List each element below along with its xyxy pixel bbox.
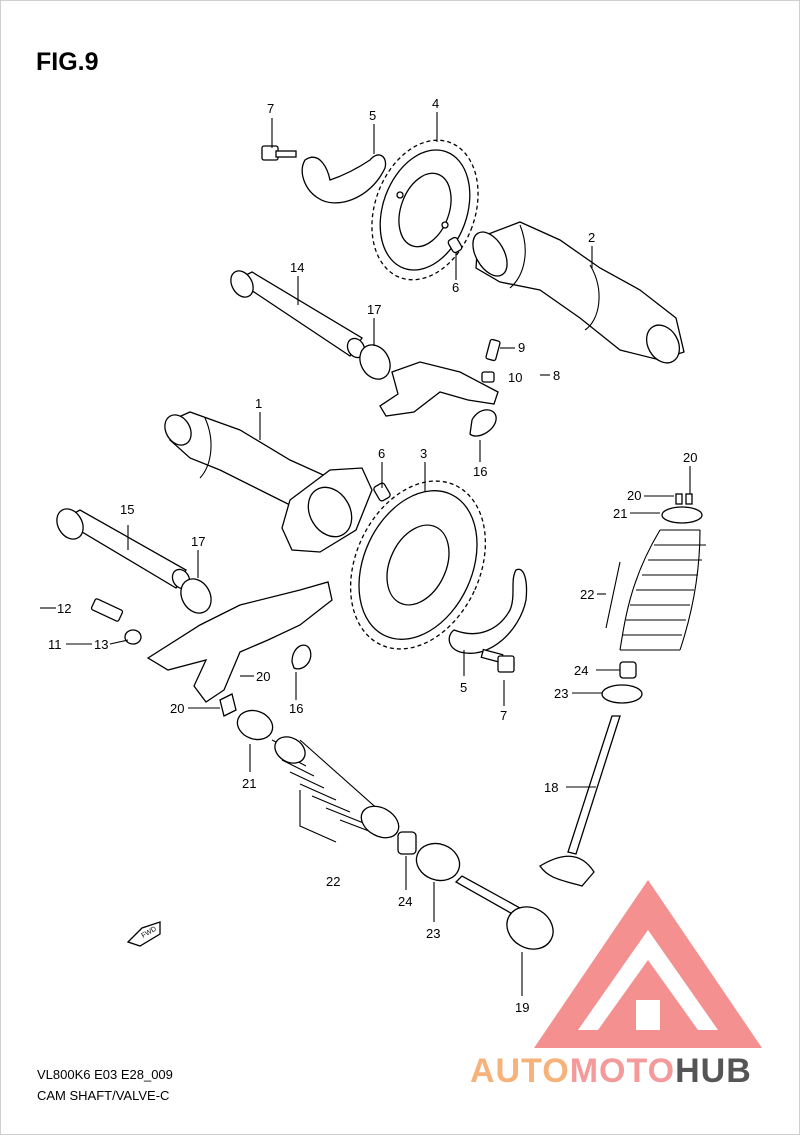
callout-13: 13 [94, 637, 108, 652]
shim-lower [291, 644, 312, 670]
chain-guide-upper [301, 154, 387, 204]
callout-7: 7 [267, 101, 274, 116]
dowel-pin-upper [447, 236, 463, 254]
callout-11: 11 [48, 637, 62, 652]
camshaft-upper [472, 221, 685, 364]
washer-lower [180, 578, 212, 614]
callout-23-upper: 23 [554, 686, 568, 701]
callout-20-upper-a: 20 [683, 450, 697, 465]
rocker-arm-lower [90, 581, 333, 703]
callout-16-lower: 16 [289, 701, 303, 716]
callout-14: 14 [290, 260, 304, 275]
callout-8: 8 [553, 368, 560, 383]
shim-upper [469, 409, 497, 437]
callout-21-lower: 21 [242, 776, 256, 791]
valve-intake [539, 715, 621, 887]
callout-2: 2 [588, 230, 595, 245]
callout-5: 5 [369, 108, 376, 123]
valve-stem-seal-lower [397, 831, 417, 855]
watermark-part-1: AUTO [470, 1052, 570, 1090]
camshaft-flange-bore [307, 486, 353, 538]
callout-5-lower: 5 [460, 680, 467, 695]
valve-exhaust [454, 875, 554, 950]
figure-code: VL800K6 E03 E28_009 [37, 1067, 173, 1082]
bolt-lower [480, 648, 515, 673]
spring-retainer-upper [661, 506, 703, 524]
callout-12: 12 [57, 601, 71, 616]
valve-spring-upper [619, 529, 706, 651]
callout-labels: 7 5 4 2 6 14 17 9 10 8 16 1 6 3 20 20 21… [48, 96, 697, 1015]
callout-1: 1 [255, 396, 262, 411]
rocker-arm-upper [379, 338, 501, 417]
callout-23-lower: 23 [426, 926, 440, 941]
callout-17: 17 [367, 302, 381, 317]
callout-21-upper: 21 [613, 506, 627, 521]
callout-20-upper-b: 20 [627, 488, 641, 503]
callout-20-lower-b: 20 [170, 701, 184, 716]
callout-6-lower: 6 [378, 446, 385, 461]
watermark-wordmark: AUTOMOTOHUB [470, 1052, 752, 1091]
callout-16: 16 [473, 464, 487, 479]
washer-upper [359, 344, 391, 380]
spring-retainer-lower [236, 709, 274, 741]
callout-9: 9 [518, 340, 525, 355]
cam-sprocket-lower [349, 480, 487, 650]
watermark-part-3: HUB [675, 1052, 752, 1090]
callout-24-upper: 24 [574, 663, 588, 678]
callout-24-lower: 24 [398, 894, 412, 909]
bolt-upper [261, 145, 297, 161]
watermark-part-2: MOTO [569, 1052, 676, 1090]
callout-17-lower: 17 [191, 534, 205, 549]
callout-6: 6 [452, 280, 459, 295]
spring-seat-upper [601, 684, 643, 704]
valve-stem-seal-upper [619, 661, 637, 679]
callout-4: 4 [432, 96, 439, 111]
callout-10: 10 [508, 370, 522, 385]
figure-title: FIG.9 [36, 48, 99, 76]
callout-7-lower: 7 [500, 708, 507, 723]
valve-spring-lower [271, 736, 400, 839]
valve-cotter-upper [675, 493, 693, 505]
watermark-logo-icon [534, 880, 762, 1048]
rocker-shaft-lower [56, 508, 191, 590]
callout-22-lower: 22 [326, 874, 340, 889]
leader-lines [40, 112, 691, 996]
valve-cotter-lower [219, 693, 237, 717]
rocker-shaft-upper [230, 270, 366, 359]
cam-sprocket-upper [371, 139, 479, 281]
fwd-arrow-icon: FWD [126, 921, 161, 947]
callout-15: 15 [120, 502, 134, 517]
callout-22-upper: 22 [580, 587, 594, 602]
spring-seat-lower [415, 842, 461, 882]
dowel-pin-lower [373, 482, 391, 502]
chain-guide-lower [448, 568, 528, 654]
figure-caption: CAM SHAFT/VALVE-C [37, 1088, 170, 1103]
callout-19: 19 [515, 1000, 529, 1015]
callout-3: 3 [420, 446, 427, 461]
callout-18: 18 [544, 780, 558, 795]
callout-20-lower-a: 20 [256, 669, 270, 684]
